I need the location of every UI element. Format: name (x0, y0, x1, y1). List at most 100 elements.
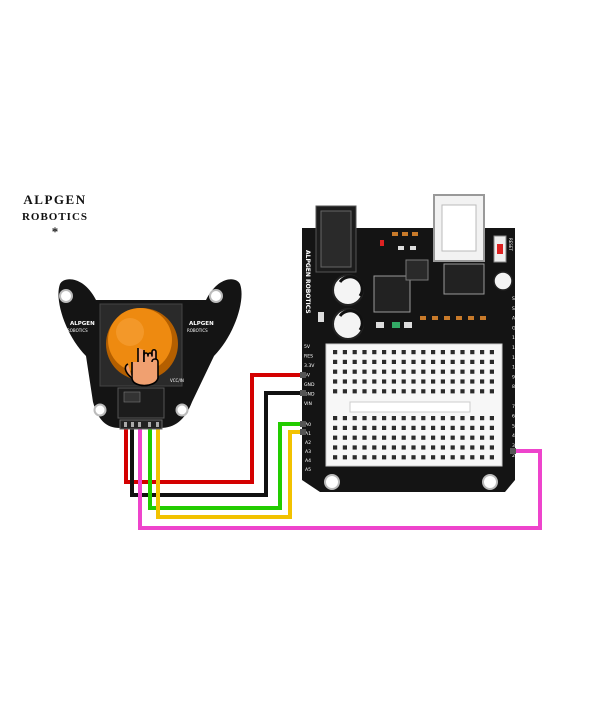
breadboard-hole (470, 435, 475, 440)
breadboard-hole (333, 369, 338, 374)
breadboard-hole (450, 379, 455, 384)
pin-label: SCL (512, 306, 521, 312)
mount-hole-br (175, 403, 189, 417)
wire-green (148, 422, 305, 510)
breadboard-hole (411, 369, 416, 374)
breadboard-hole (391, 379, 396, 384)
breadboard-hole (333, 359, 338, 364)
breadboard-hole (333, 416, 338, 421)
breadboard-hole (440, 425, 445, 430)
mount-hole-tl (59, 289, 73, 303)
hand-pointer-icon (124, 348, 159, 387)
brand-line-2: ROBOTICS (21, 211, 89, 223)
breadboard-hole (489, 425, 494, 430)
breadboard-hole (489, 455, 494, 460)
breadboard-hole (372, 435, 377, 440)
breadboard-hole (480, 350, 485, 355)
capacitor-2-band (338, 309, 364, 331)
breadboard-hole (382, 359, 387, 364)
breadboard-hole (470, 455, 475, 460)
breadboard-hole (382, 416, 387, 421)
breadboard-hole (460, 389, 465, 394)
breadboard-hole (382, 350, 387, 355)
breadboard-hole (382, 435, 387, 440)
wire-black (130, 391, 305, 497)
breadboard-hole (401, 369, 406, 374)
breadboard-hole (362, 359, 367, 364)
breadboard-hole (372, 359, 377, 364)
breadboard-hole (382, 445, 387, 450)
breadboard-hole (489, 445, 494, 450)
breadboard-hole (382, 369, 387, 374)
pin-label: 4 (512, 433, 515, 439)
breadboard-hole (460, 435, 465, 440)
breadboard-hole (440, 379, 445, 384)
joystick-chip (123, 391, 141, 403)
pin-label: 12 (512, 345, 518, 351)
breadboard-hole (342, 425, 347, 430)
breadboard-hole (460, 455, 465, 460)
breadboard-hole (450, 455, 455, 460)
pin-label: A4 (305, 458, 311, 464)
breadboard-hole (470, 359, 475, 364)
mcu-chip (373, 275, 411, 313)
pin-label: SDA (512, 296, 522, 302)
breadboard-hole (362, 369, 367, 374)
breadboard-channel (349, 401, 471, 413)
breadboard-hole (450, 359, 455, 364)
breadboard-hole (470, 416, 475, 421)
breadboard-hole (391, 435, 396, 440)
breadboard-hole (352, 350, 357, 355)
wires (124, 373, 542, 530)
breadboard-hole (401, 389, 406, 394)
breadboard-hole (391, 389, 396, 394)
board-hole-br (482, 474, 498, 490)
breadboard-hole (362, 435, 367, 440)
breadboard-hole (421, 369, 426, 374)
pin-label: 10 (512, 365, 518, 371)
wire-terminals (300, 372, 516, 454)
breadboard-hole (382, 379, 387, 384)
pin-label: VIN (304, 401, 312, 407)
breadboard-hole (421, 435, 426, 440)
joystick-module: ALPGEN ROBOTICS ALPGEN ROBOTICS VCC/IN (58, 279, 242, 430)
breadboard-hole (440, 435, 445, 440)
breadboard-hole (372, 369, 377, 374)
breadboard-hole (489, 369, 494, 374)
breadboard-hole (440, 350, 445, 355)
breadboard-hole (480, 425, 485, 430)
breadboard-hole (450, 416, 455, 421)
breadboard-hole (460, 359, 465, 364)
breadboard-hole (333, 389, 338, 394)
breadboard-hole (352, 359, 357, 364)
main-board: RESET ALPGEN ROBOTI (302, 194, 524, 492)
breadboard-hole (391, 416, 396, 421)
joystick-silk-left-2: ROBOTICS (67, 328, 88, 333)
wire-yellow (156, 428, 305, 519)
pin-label: 6 (512, 414, 515, 420)
breadboard-hole (431, 350, 436, 355)
breadboard-hole (480, 379, 485, 384)
pin-label: 8 (512, 384, 515, 390)
breadboard-hole (480, 359, 485, 364)
breadboard-hole (431, 425, 436, 430)
breadboard-hole (362, 455, 367, 460)
breadboard-hole (342, 389, 347, 394)
breadboard-hole (352, 425, 357, 430)
pin-label: 11 (512, 355, 518, 361)
breadboard-hole (450, 389, 455, 394)
breadboard-hole (401, 350, 406, 355)
breadboard-hole (431, 389, 436, 394)
joystick-silk-left-1: ALPGEN (70, 321, 95, 327)
breadboard-hole (342, 416, 347, 421)
breadboard-hole (391, 359, 396, 364)
breadboard-hole (333, 435, 338, 440)
breadboard-hole (470, 425, 475, 430)
breadboard-hole (480, 435, 485, 440)
breadboard-hole (480, 369, 485, 374)
breadboard-hole (411, 379, 416, 384)
breadboard-hole (382, 425, 387, 430)
breadboard-hole (470, 389, 475, 394)
